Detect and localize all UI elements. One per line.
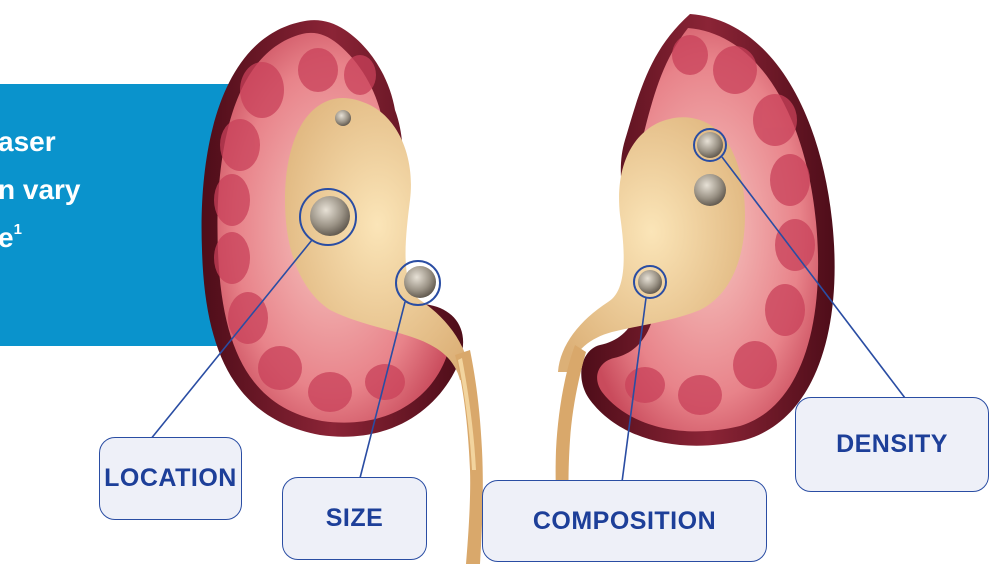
location-label: LOCATION [99,437,242,520]
composition-label: COMPOSITION [482,480,767,562]
size-label: SIZE [282,477,427,560]
density-label: DENSITY [795,397,989,492]
stone-composition [638,270,662,294]
right-kidney [556,14,835,520]
stone-density [697,132,723,158]
stone-location [310,196,350,236]
stone-size [404,266,436,298]
